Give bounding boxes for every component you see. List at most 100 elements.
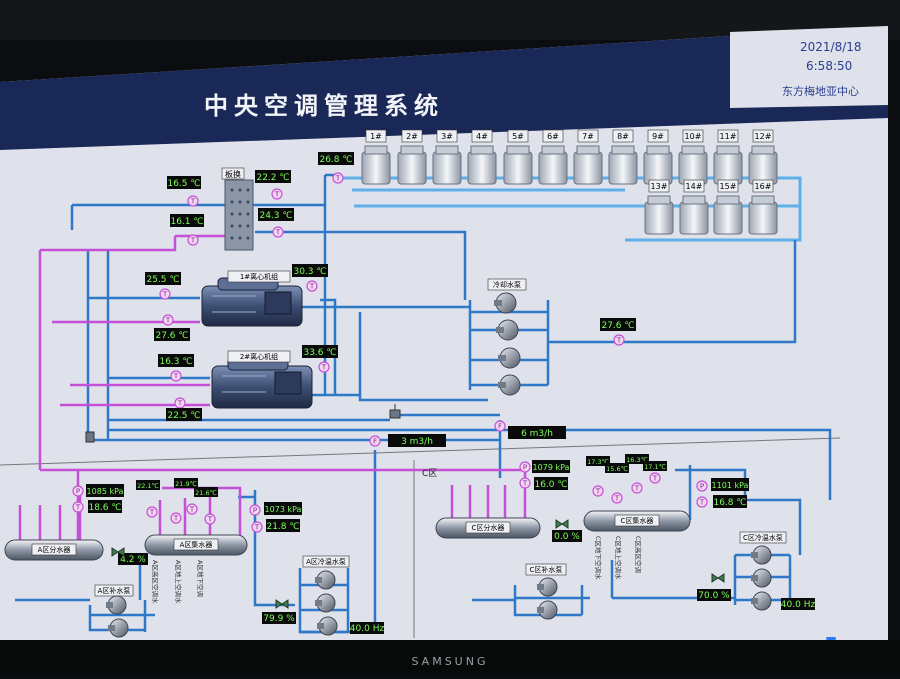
chiller-2[interactable]: 2#离心机组 (211, 350, 313, 409)
pump-icon[interactable] (496, 319, 519, 341)
readout-ch1-cond: 30.3 ℃ (292, 264, 328, 277)
svg-text:22.2 ℃: 22.2 ℃ (256, 173, 289, 183)
temperature-sensor-icon[interactable]: T (187, 234, 199, 246)
svg-text:T: T (614, 495, 620, 503)
flow-sensor-icon[interactable]: F (494, 420, 506, 432)
temperature-sensor-icon[interactable]: T (72, 501, 84, 513)
svg-text:T: T (274, 191, 280, 199)
temperature-sensor-icon[interactable]: T (318, 361, 330, 373)
zone-c-equipment: C区 C区分水器 C区集水器 C区地下空调水 C区地上空调水 C区高区空调 C区… (422, 468, 787, 620)
svg-text:C区集水器: C区集水器 (621, 516, 654, 525)
zone-divider (0, 437, 841, 466)
svg-text:26.8 ℃: 26.8 ℃ (319, 155, 352, 165)
svg-text:T: T (321, 364, 327, 372)
readout-hx-t3: 16.1 ℃ (170, 214, 204, 227)
cooling-pump-label: 冷却水泵 (493, 280, 521, 289)
readout-flow-2: 6 m3/h (508, 426, 566, 439)
chiller-1[interactable]: 1#离心机组 (201, 270, 303, 327)
readout-c-ret-press: 1101 kPa (711, 478, 749, 491)
temperature-sensor-icon[interactable]: T (186, 503, 198, 515)
svg-text:T: T (190, 198, 196, 206)
readout-c-valve: 0.0 % (552, 530, 582, 542)
pressure-sensor-icon[interactable]: P (519, 461, 531, 473)
temperature-sensor-icon[interactable]: T (611, 492, 623, 504)
a-makeup-pump-label: A区补水泵 (98, 586, 131, 595)
temperature-sensor-icon[interactable]: T (162, 314, 174, 326)
c-distributor-tank[interactable]: C区分水器 (435, 517, 541, 539)
temperature-sensor-icon[interactable]: T (174, 397, 186, 409)
readout-a-t2: 21.9℃ (174, 478, 198, 488)
pressure-sensor-icon[interactable]: P (72, 485, 84, 497)
svg-text:P: P (76, 488, 80, 496)
temperature-sensor-icon[interactable]: T (519, 477, 531, 489)
svg-text:T: T (522, 480, 528, 488)
svg-text:17.1℃: 17.1℃ (644, 463, 666, 471)
svg-text:27.6 ℃: 27.6 ℃ (601, 321, 634, 331)
pump-icon[interactable] (537, 600, 558, 620)
svg-text:T: T (634, 485, 640, 493)
tower-label: 11# (720, 132, 737, 141)
temperature-sensor-icon[interactable]: T (592, 485, 604, 497)
svg-text:22.5 ℃: 22.5 ℃ (167, 411, 200, 421)
pump-icon[interactable] (751, 545, 772, 565)
pump-icon[interactable] (106, 595, 127, 615)
pump-icon[interactable] (108, 618, 129, 638)
temperature-sensor-icon[interactable]: T (332, 172, 344, 184)
temperature-sensor-icon[interactable]: T (696, 496, 708, 508)
readout-c-t3: 16.3℃ (625, 454, 649, 464)
pump-icon[interactable] (317, 616, 338, 636)
temperature-sensor-icon[interactable]: T (649, 472, 661, 484)
svg-text:21.6℃: 21.6℃ (195, 489, 217, 497)
control-valve-icon[interactable] (111, 547, 125, 557)
readout-c-t2: 15.6℃ (605, 463, 629, 473)
temperature-sensor-icon[interactable]: T (146, 506, 158, 518)
svg-text:T: T (173, 515, 179, 523)
c-collector-tank[interactable]: C区集水器 (583, 510, 691, 532)
a-collector-tank[interactable]: A区集水器 (144, 534, 248, 556)
svg-text:T: T (177, 400, 183, 408)
temperature-sensor-icon[interactable]: T (271, 188, 283, 200)
c-branch-label: C区高区空调 (634, 536, 643, 573)
control-valve-icon[interactable] (555, 519, 569, 529)
control-valve-icon[interactable] (711, 573, 725, 583)
pump-icon[interactable] (751, 568, 772, 588)
pump-icon[interactable] (498, 374, 521, 396)
tower-label: 6# (547, 132, 559, 141)
control-valve-icon[interactable] (275, 599, 289, 609)
readout-tower-in: 26.8 ℃ (318, 152, 354, 165)
svg-text:F: F (498, 423, 502, 431)
temperature-sensor-icon[interactable]: T (170, 512, 182, 524)
temperature-sensor-icon[interactable]: T (306, 280, 318, 292)
temperature-sensor-icon[interactable]: T (159, 288, 171, 300)
pressure-sensor-icon[interactable]: P (249, 504, 261, 516)
tower-label: 7# (582, 132, 594, 141)
heat-exchanger[interactable]: 板换 (221, 167, 254, 251)
system-time: 6:58:50 (806, 59, 853, 73)
gate-valve-icon[interactable] (389, 404, 401, 419)
tower-label: 10# (685, 132, 702, 141)
readout-c-temp: 16.0 ℃ (534, 477, 568, 490)
pump-icon[interactable] (315, 593, 336, 613)
pump-icon[interactable] (315, 570, 336, 590)
temperature-sensor-icon[interactable]: T (170, 370, 182, 382)
pressure-sensor-icon[interactable]: P (696, 480, 708, 492)
temperature-sensor-icon[interactable]: T (251, 521, 263, 533)
temperature-sensor-icon[interactable]: T (187, 195, 199, 207)
pump-icon[interactable] (498, 347, 521, 369)
gate-valve-icon[interactable] (85, 431, 95, 443)
temperature-sensor-icon[interactable]: T (204, 513, 216, 525)
pump-icon[interactable] (494, 292, 517, 314)
readout-c-press: 1079 kPa (532, 460, 570, 473)
temperature-sensor-icon[interactable]: T (272, 226, 284, 238)
temperature-sensor-icon[interactable]: T (631, 482, 643, 494)
pump-icon[interactable] (751, 591, 772, 611)
cooling-towers-row-2: 13# 14# 15# 16# (644, 179, 778, 235)
flow-sensor-icon[interactable]: F (369, 435, 381, 447)
svg-text:T: T (165, 317, 171, 325)
temperature-sensor-icon[interactable]: T (613, 334, 625, 346)
pump-icon[interactable] (537, 577, 558, 597)
page-title: 中央空调管理系统 (204, 92, 444, 120)
a-cold-pump-label: A区冷温水泵 (306, 557, 346, 566)
a-distributor-tank[interactable]: A区分水器 (4, 539, 104, 561)
